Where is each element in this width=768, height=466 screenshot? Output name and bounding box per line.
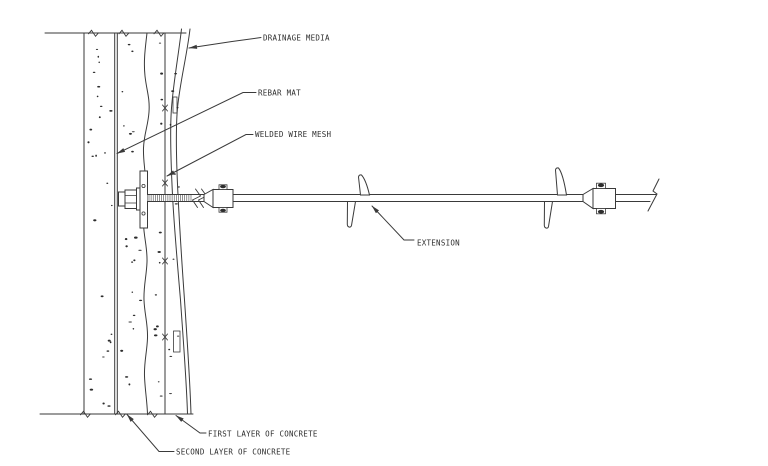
rod-threads [148, 194, 192, 202]
plate-hole-top [141, 183, 146, 188]
leader-extension [371, 205, 415, 241]
rod-end-break-symbol [647, 178, 660, 212]
label-welded-wire-mesh: WELDED WIRE MESH [255, 130, 331, 139]
coupler-1-bolt-bottom [220, 208, 226, 213]
coupler-1-bolt-top [220, 184, 226, 189]
label-first-layer-of-concrete: FIRST LAYER OF CONCRETE [208, 430, 318, 439]
helix-plate-1 [346, 174, 371, 228]
concrete-stipple [87, 42, 180, 407]
anchor-washer [136, 187, 141, 211]
linework-group [39, 28, 660, 452]
rod-end-stub [118, 191, 126, 207]
label-second-layer-of-concrete: SECOND LAYER OF CONCRETE [176, 448, 291, 457]
rod-break-symbol [191, 188, 208, 208]
leader-welded-wire-mesh [166, 134, 254, 177]
label-drainage-media: DRAINAGE MEDIA [263, 34, 330, 43]
helix-plate-2 [543, 167, 568, 229]
label-extension: EXTENSION [417, 239, 460, 248]
labels-group: DRAINAGE MEDIA REBAR MAT WELDED WIRE MES… [176, 34, 460, 457]
leader-rebar-mat [116, 92, 257, 154]
break-marks [80, 29, 165, 419]
leader-drainage-media [188, 37, 262, 49]
coupler-2 [582, 182, 616, 215]
coupler-2-bolt-top [597, 183, 605, 188]
coupler-2-bolt-bottom [597, 209, 605, 214]
drainage-media-strip [170, 28, 192, 415]
anchor-assembly [118, 167, 660, 229]
leader-lines [116, 37, 415, 452]
welded-wire-mesh-x-marks [162, 104, 168, 341]
rebar-mat-line [114, 32, 118, 415]
drainage-panel-end-top [172, 96, 178, 114]
coupler-1 [203, 184, 234, 213]
label-rebar-mat: REBAR MAT [258, 89, 301, 98]
plate-hole-bottom [141, 211, 146, 216]
leader-second-layer [126, 414, 175, 452]
bearing-plate [139, 170, 148, 229]
anchor-nut [124, 189, 137, 209]
leader-first-layer [175, 415, 207, 434]
drainage-panel-end-bottom [173, 330, 181, 353]
